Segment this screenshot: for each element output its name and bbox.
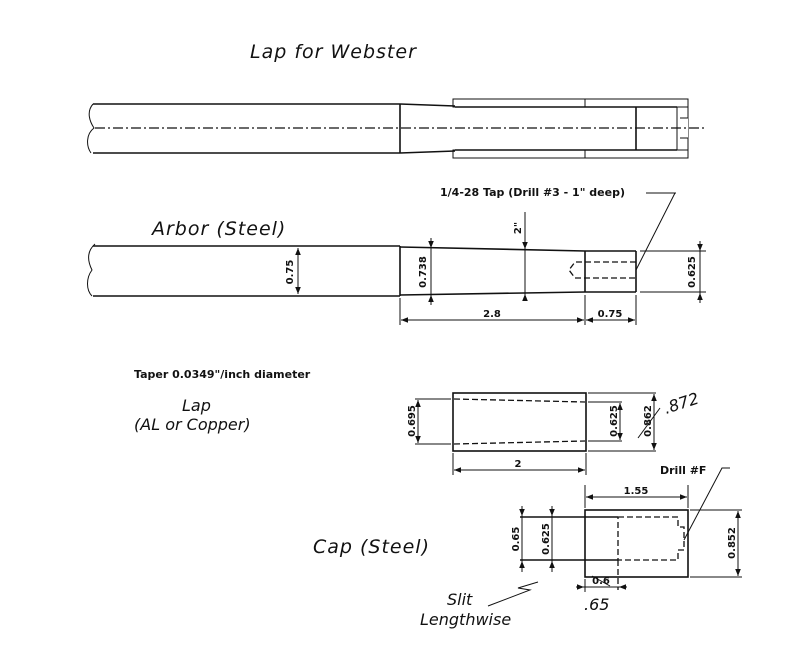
assembly-view <box>87 98 705 159</box>
arbor-label: Arbor (Steel) <box>150 218 286 240</box>
dim-tip-diameter: 0.625 <box>687 256 698 288</box>
dim-lap-small-bore: 0.625 <box>609 405 620 437</box>
arbor-view: 0.75 0.738 2" 0.625 2.8 0.75 <box>87 192 706 325</box>
dim-mid-mark: 2" <box>513 222 524 234</box>
dim-shank-diameter: 0.75 <box>285 260 296 285</box>
dim-cap-bore-a: 0.65 <box>511 527 522 552</box>
slit-label-line2: Lengthwise <box>420 610 511 629</box>
dim-cap-bore-b: 0.625 <box>541 523 552 555</box>
cap-view: 1.55 0.852 0.65 0.625 0.6 <box>487 467 742 607</box>
dim-cap-length: 1.55 <box>624 486 649 497</box>
dim-lap-large-bore: 0.695 <box>407 405 418 437</box>
drawing-title: Lap for Webster <box>250 41 417 63</box>
tap-note: 1/4-28 Tap (Drill #3 - 1" deep) <box>440 186 625 199</box>
cap-wall-correction: .65 <box>584 595 609 614</box>
dim-tip-length: 0.75 <box>598 309 623 320</box>
dim-taper-large: 0.738 <box>418 256 429 288</box>
dim-lap-od-struck: 0.862 <box>643 405 654 437</box>
drill-note: Drill #F <box>660 464 706 477</box>
lap-label-line1: Lap <box>182 396 211 415</box>
lap-view: 0.695 0.625 0.862 2 <box>407 392 661 475</box>
cap-label: Cap (Steel) <box>313 536 430 558</box>
lap-label-line2: (AL or Copper) <box>134 415 251 434</box>
dim-lap-length: 2 <box>515 459 522 470</box>
lap-od-correction: .872 <box>661 389 701 418</box>
dim-taper-length: 2.8 <box>483 309 501 320</box>
slit-label-line1: Slit <box>447 590 473 609</box>
dim-cap-od: 0.852 <box>727 527 738 559</box>
taper-note: Taper 0.0349"/inch diameter <box>134 368 311 381</box>
